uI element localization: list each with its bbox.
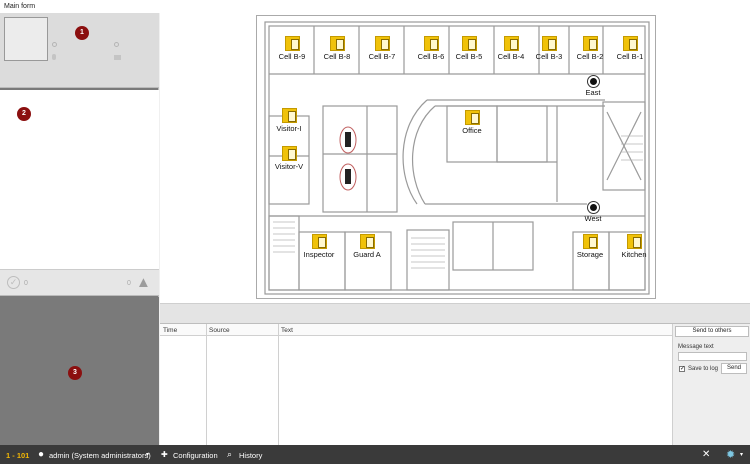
camera-icon <box>587 202 599 213</box>
room-storage[interactable]: Storage <box>568 234 612 259</box>
door-icon <box>464 110 480 125</box>
door-icon <box>503 36 519 51</box>
video-camera-icon <box>114 55 121 60</box>
message-text-label: Message text <box>678 344 714 350</box>
room-visitor-v[interactable]: Visitor-V <box>267 146 311 171</box>
microphone-icon <box>52 54 56 60</box>
room-kitchen[interactable]: Kitchen <box>612 234 655 259</box>
door-icon <box>281 108 297 123</box>
user-icon: ● <box>38 449 45 460</box>
room-inspector[interactable]: Inspector <box>297 234 341 259</box>
mute-bell-icon[interactable]: ✕ <box>702 449 711 460</box>
room-cell-b-6[interactable]: Cell B-6 <box>409 36 453 61</box>
room-cell-b-8[interactable]: Cell B-8 <box>315 36 359 61</box>
caret-down-icon[interactable]: ▾ <box>146 452 150 458</box>
warn-count: 0 <box>127 280 131 287</box>
map-area: Cell B-9 Cell B-8 Cell B-7 Cell B-6 Cell… <box>160 13 750 303</box>
room-cell-b-3[interactable]: Cell B-3 <box>527 36 571 61</box>
room-cell-b-9[interactable]: Cell B-9 <box>270 36 314 61</box>
badge-2: 2 <box>17 107 31 121</box>
door-icon <box>284 36 300 51</box>
history-button[interactable]: History <box>239 451 263 460</box>
left-panel: ✓ 0 0 ▲ <box>0 13 159 445</box>
door-icon <box>626 234 642 249</box>
window-title: Main form <box>4 3 36 10</box>
title-bar: Main form <box>0 0 750 13</box>
camera-west[interactable]: West <box>578 202 608 223</box>
door-icon <box>281 146 297 161</box>
column-divider <box>206 324 207 445</box>
caret-down-icon[interactable]: ▾ <box>740 452 744 458</box>
room-visitor-i[interactable]: Visitor-I <box>267 108 311 133</box>
badge-3: 3 <box>68 366 82 380</box>
room-office[interactable]: Office <box>450 110 494 135</box>
status-dot-icon <box>52 42 57 47</box>
user-menu[interactable]: admin (System administrators) <box>49 451 151 460</box>
puzzle-icon: ✚ <box>161 450 168 459</box>
door-icon <box>423 36 439 51</box>
send-to-others-button[interactable]: Send to others <box>675 326 749 337</box>
room-cell-b-2[interactable]: Cell B-2 <box>568 36 612 61</box>
range-indicator: 1 - 101 <box>6 451 30 460</box>
room-cell-b-1[interactable]: Cell B-1 <box>608 36 652 61</box>
message-text-input[interactable] <box>678 352 747 361</box>
room-cell-b-7[interactable]: Cell B-7 <box>360 36 404 61</box>
ok-count: 0 <box>24 280 28 287</box>
column-text[interactable]: Text <box>281 327 293 334</box>
search-icon: ⌕ <box>227 449 233 459</box>
door-icon <box>374 36 390 51</box>
badge-1: 1 <box>75 26 89 40</box>
camera-thumbnail[interactable] <box>4 17 48 61</box>
save-to-log-checkbox[interactable]: ✓ <box>679 366 686 372</box>
column-divider <box>278 324 279 445</box>
column-source[interactable]: Source <box>209 327 230 334</box>
door-icon <box>359 234 375 249</box>
check-circle-icon[interactable]: ✓ <box>7 276 20 289</box>
status-bar: 1 - 101 ● admin (System administrators) … <box>0 445 750 464</box>
door-icon <box>311 234 327 249</box>
room-guard-a[interactable]: Guard A <box>345 234 389 259</box>
door-icon <box>622 36 638 51</box>
event-log: Time Source Text <box>160 324 672 445</box>
alarm-toolbar: ✓ 0 0 ▲ <box>0 270 159 296</box>
message-panel: Send to others Message text ✓ Save to lo… <box>672 324 750 445</box>
configuration-button[interactable]: Configuration <box>173 451 218 460</box>
floor-plan[interactable]: Cell B-9 Cell B-8 Cell B-7 Cell B-6 Cell… <box>256 15 656 299</box>
door-icon <box>461 36 477 51</box>
warning-triangle-icon[interactable]: ▲ <box>136 274 151 291</box>
camera-preview-panel <box>0 13 159 88</box>
door-icon <box>582 234 598 249</box>
status-dot-icon <box>114 42 119 47</box>
door-icon <box>541 36 557 51</box>
room-cell-b-5[interactable]: Cell B-5 <box>447 36 491 61</box>
splitter-bar[interactable] <box>160 303 750 324</box>
camera-icon <box>587 76 599 87</box>
door-icon <box>329 36 345 51</box>
send-button[interactable]: Send <box>721 363 747 374</box>
column-time[interactable]: Time <box>163 327 178 334</box>
event-log-header: Time Source Text <box>160 324 672 336</box>
camera-east[interactable]: East <box>578 76 608 97</box>
door-icon <box>582 36 598 51</box>
room-cell-b-4[interactable]: Cell B-4 <box>489 36 533 61</box>
save-to-log-label: Save to log <box>688 366 719 372</box>
gear-icon[interactable]: ✹ <box>726 449 736 461</box>
